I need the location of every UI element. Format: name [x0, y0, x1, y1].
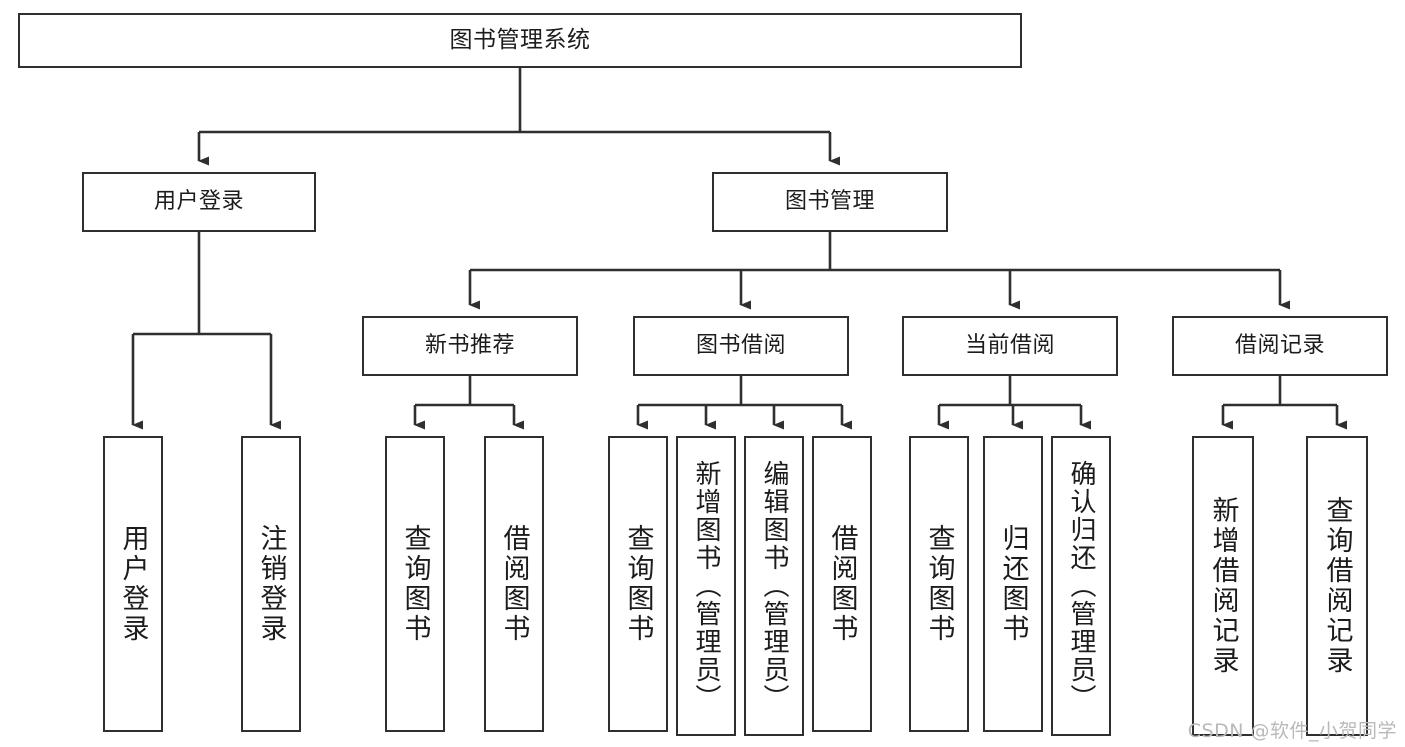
- node-leaf-confirm[interactable]: 确认归还（管理员）: [1051, 436, 1111, 736]
- node-label-root: 图书管理系统: [449, 26, 591, 53]
- node-label-leaf-return: 归还图书: [997, 524, 1029, 644]
- node-label-leaf-borrow-2: 借阅图书: [826, 524, 858, 644]
- node-label-leaf-add-book: 新增图书（管理员）: [691, 460, 721, 712]
- node-leaf-add-rec[interactable]: 新增借阅记录: [1192, 436, 1254, 736]
- node-leaf-edit-book[interactable]: 编辑图书（管理员）: [744, 436, 804, 736]
- node-borrow-record[interactable]: 借阅记录: [1172, 316, 1388, 376]
- node-label-borrow-record: 借阅记录: [1234, 333, 1325, 359]
- node-root[interactable]: 图书管理系统: [18, 13, 1022, 68]
- node-user-login[interactable]: 用户登录: [82, 172, 316, 232]
- node-book-borrow[interactable]: 图书借阅: [633, 316, 849, 376]
- node-leaf-user-login[interactable]: 用户登录: [103, 436, 163, 732]
- node-label-leaf-query-1: 查询图书: [399, 524, 431, 644]
- node-label-leaf-confirm: 确认归还（管理员）: [1066, 460, 1096, 712]
- node-leaf-borrow-2[interactable]: 借阅图书: [812, 436, 872, 732]
- node-label-leaf-borrow-1: 借阅图书: [498, 524, 530, 644]
- node-label-new-book-rec: 新书推荐: [424, 333, 515, 359]
- node-leaf-add-book[interactable]: 新增图书（管理员）: [676, 436, 736, 736]
- node-label-leaf-logout: 注销登录: [255, 524, 287, 644]
- node-current-borrow[interactable]: 当前借阅: [902, 316, 1118, 376]
- node-leaf-query-2[interactable]: 查询图书: [608, 436, 668, 732]
- node-label-current-borrow: 当前借阅: [964, 333, 1055, 359]
- node-label-leaf-query-3: 查询图书: [923, 524, 955, 644]
- node-leaf-return[interactable]: 归还图书: [983, 436, 1043, 732]
- node-leaf-query-1[interactable]: 查询图书: [385, 436, 445, 732]
- node-label-book-manage: 图书管理: [784, 189, 875, 215]
- node-leaf-query-rec[interactable]: 查询借阅记录: [1306, 436, 1368, 736]
- node-label-leaf-user-login: 用户登录: [117, 524, 149, 644]
- node-label-book-borrow: 图书借阅: [695, 333, 786, 359]
- node-book-manage[interactable]: 图书管理: [712, 172, 948, 232]
- node-label-user-login: 用户登录: [153, 189, 244, 215]
- watermark-label: CSDN @软件_小贺同学: [1187, 720, 1397, 742]
- node-label-leaf-add-rec: 新增借阅记录: [1207, 496, 1239, 676]
- node-leaf-logout[interactable]: 注销登录: [241, 436, 301, 732]
- node-leaf-borrow-1[interactable]: 借阅图书: [484, 436, 544, 732]
- node-leaf-query-3[interactable]: 查询图书: [909, 436, 969, 732]
- node-label-leaf-edit-book: 编辑图书（管理员）: [759, 460, 789, 712]
- node-new-book-rec[interactable]: 新书推荐: [362, 316, 578, 376]
- node-label-leaf-query-rec: 查询借阅记录: [1321, 496, 1353, 676]
- node-label-leaf-query-2: 查询图书: [622, 524, 654, 644]
